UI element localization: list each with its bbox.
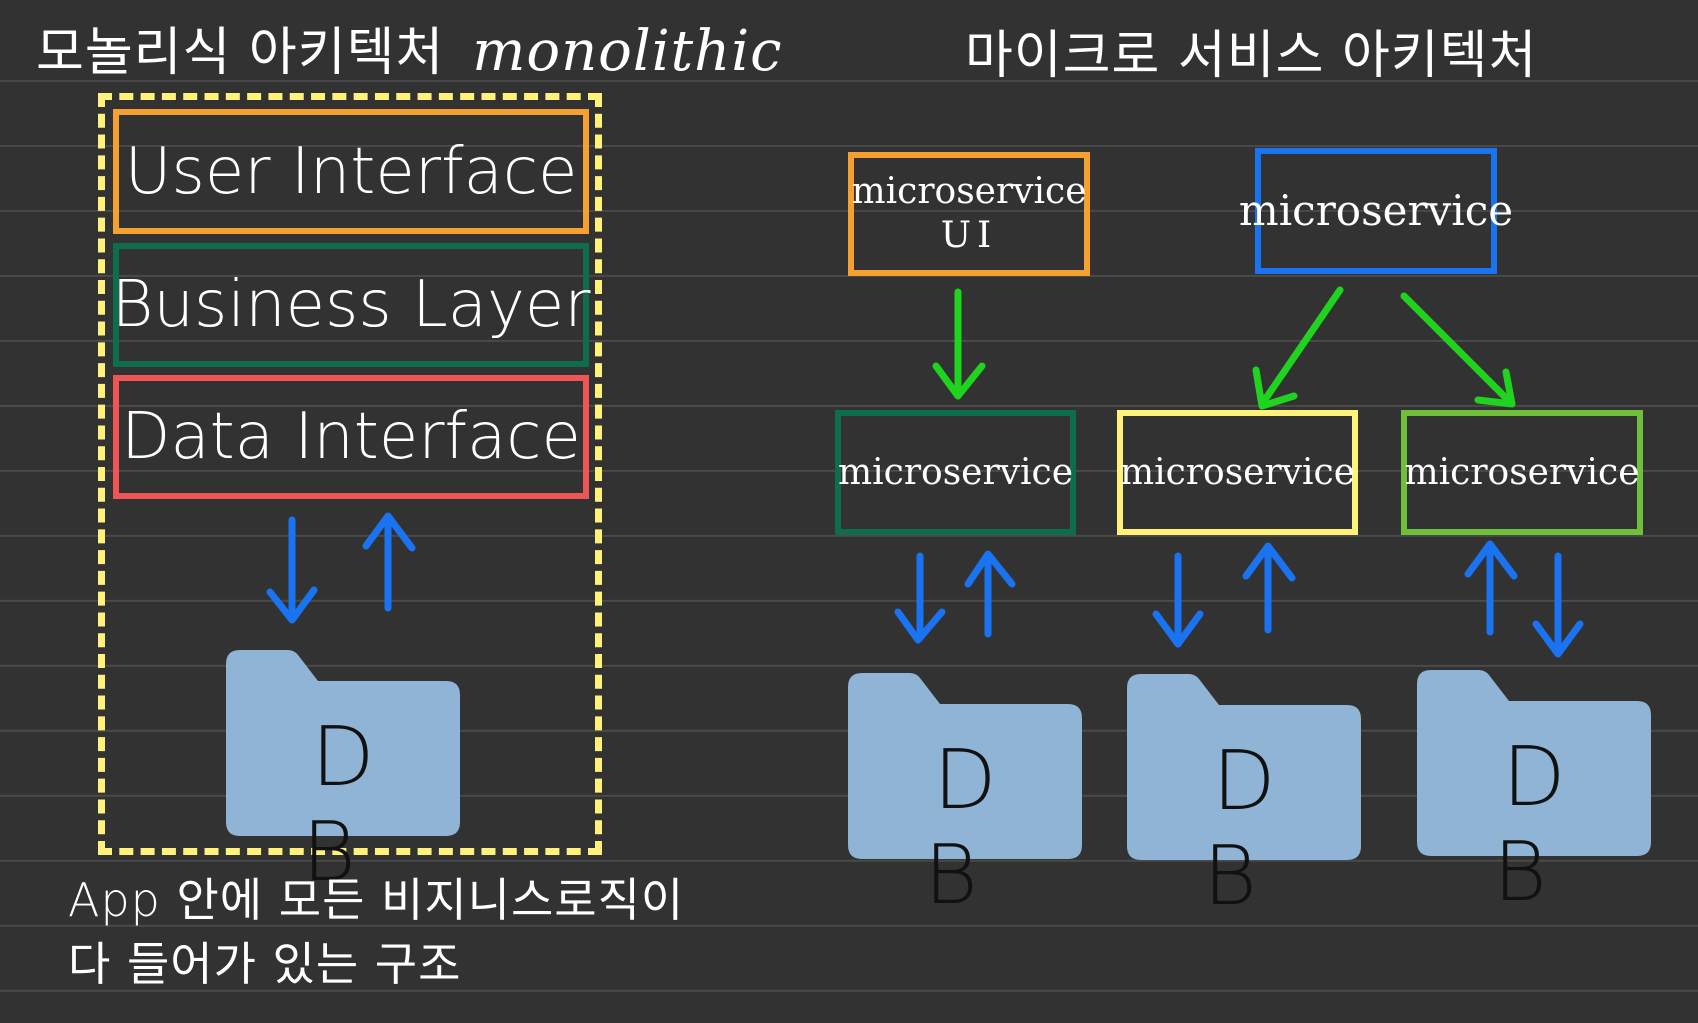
microservice-box-green: microservice xyxy=(835,410,1076,535)
layer-business: Business Layer xyxy=(112,243,591,367)
folder-icon xyxy=(848,673,1082,859)
microservice-ui-sublabel: UI xyxy=(940,215,998,256)
microservice-ui-box: microservice UI xyxy=(848,152,1090,276)
microservice-title: 마이크로 서비스 아키텍처 xyxy=(965,26,1538,86)
microservice-db-folder-3: D B xyxy=(1417,670,1651,920)
arrow-to-lime-head xyxy=(1474,368,1516,408)
monolith-title: 모놀리식 아키텍처 monolithic xyxy=(36,19,783,84)
db-label: D B xyxy=(1493,730,1594,920)
arrow-to-yellow-head xyxy=(1252,366,1298,410)
arrow-ui-down-head xyxy=(932,362,986,400)
layer-user-interface: User Interface xyxy=(113,109,589,234)
monolith-title-en: monolithic xyxy=(472,19,783,84)
folder-icon xyxy=(226,650,460,836)
microservice-ui-label: microservice xyxy=(851,171,1087,212)
caption-line-1: App 안에 모든 비지니스로직이 xyxy=(68,873,685,927)
microservice-box-yellow: microservice xyxy=(1117,410,1358,535)
arrow-up-head xyxy=(362,512,416,552)
layer-data-interface: Data Interface xyxy=(113,375,589,499)
arrow-to-yellow xyxy=(1258,286,1344,408)
arrow-down-head xyxy=(894,608,946,644)
monolith-caption: App 안에 모든 비지니스로직이 다 들어가 있는 구조 xyxy=(68,868,684,996)
db-label: D B xyxy=(924,733,1025,923)
arrow-up-head xyxy=(964,550,1016,588)
arrow-down-head xyxy=(1532,620,1584,658)
folder-icon xyxy=(1417,670,1651,856)
arrow-up-head xyxy=(1464,540,1518,580)
db-label: D B xyxy=(302,710,403,900)
monolith-db-folder: D B xyxy=(226,650,460,900)
folder-icon xyxy=(1127,674,1361,860)
arrow-to-lime xyxy=(1400,292,1514,406)
db-label: D B xyxy=(1203,734,1304,924)
monolith-db-arrows xyxy=(266,512,416,624)
microservice-db-arrows xyxy=(894,540,1584,658)
monolith-app-frame xyxy=(98,93,602,855)
arrow-down-head xyxy=(1152,610,1204,648)
microservice-top-right-box: microservice xyxy=(1239,148,1513,274)
microservice-box-lime: microservice xyxy=(1401,410,1643,535)
microservice-db-folder-1: D B xyxy=(848,673,1082,923)
arrow-up-head xyxy=(1242,542,1296,582)
caption-line-2: 다 들어가 있는 구조 xyxy=(68,937,462,991)
service-call-arrows xyxy=(932,286,1516,410)
microservice-db-folder-2: D B xyxy=(1127,674,1361,924)
arrow-down-head xyxy=(266,586,318,624)
monolith-title-ko: 모놀리식 아키텍처 xyxy=(36,23,445,83)
